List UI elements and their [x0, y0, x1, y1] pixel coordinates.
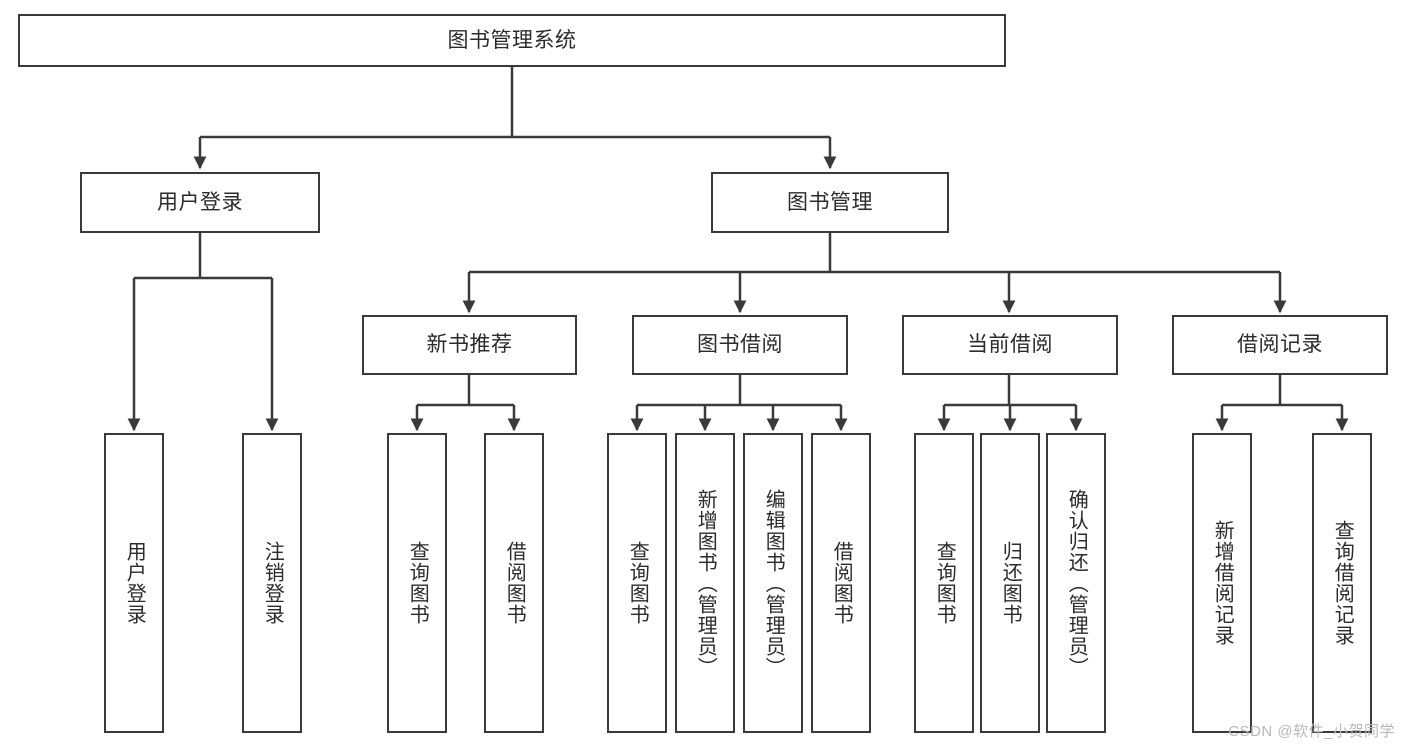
node-leaf-user-login-label: 用户登录 — [123, 541, 146, 625]
node-leaf-borrow-edit[interactable]: 编辑图书（管理员） — [743, 433, 803, 733]
node-leaf-rec-borrow-label: 借阅图书 — [503, 541, 526, 625]
node-leaf-rec-query-label: 查询图书 — [406, 541, 429, 625]
node-book-manage-label: 图书管理 — [787, 190, 873, 214]
node-leaf-user-login[interactable]: 用户登录 — [104, 433, 164, 733]
node-root[interactable]: 图书管理系统 — [18, 14, 1006, 67]
node-leaf-rec-add[interactable]: 新增借阅记录 — [1192, 433, 1252, 733]
node-current-borrow[interactable]: 当前借阅 — [902, 315, 1118, 375]
node-leaf-cur-confirm-label: 确认归还（管理员） — [1065, 488, 1088, 678]
node-leaf-borrow-lend[interactable]: 借阅图书 — [811, 433, 871, 733]
node-leaf-borrow-query-label: 查询图书 — [626, 541, 649, 625]
node-leaf-borrow-add[interactable]: 新增图书（管理员） — [675, 433, 735, 733]
node-leaf-user-logout[interactable]: 注销登录 — [242, 433, 302, 733]
node-borrow-record[interactable]: 借阅记录 — [1172, 315, 1388, 375]
node-new-book-rec[interactable]: 新书推荐 — [362, 315, 577, 375]
node-leaf-rec-query2[interactable]: 查询借阅记录 — [1312, 433, 1372, 733]
node-user-login[interactable]: 用户登录 — [80, 172, 320, 233]
node-current-borrow-label: 当前借阅 — [967, 333, 1053, 357]
watermark: CSDN @软件_小贺同学 — [1228, 723, 1395, 740]
node-book-borrow-label: 图书借阅 — [697, 333, 783, 357]
node-leaf-cur-confirm[interactable]: 确认归还（管理员） — [1046, 433, 1106, 733]
node-book-borrow[interactable]: 图书借阅 — [632, 315, 848, 375]
node-leaf-user-logout-label: 注销登录 — [261, 541, 284, 625]
node-leaf-borrow-edit-label: 编辑图书（管理员） — [762, 488, 785, 678]
node-leaf-borrow-lend-label: 借阅图书 — [830, 541, 853, 625]
node-leaf-borrow-add-label: 新增图书（管理员） — [694, 488, 717, 678]
node-borrow-record-label: 借阅记录 — [1237, 333, 1323, 357]
node-leaf-cur-return-label: 归还图书 — [999, 541, 1022, 625]
node-leaf-rec-borrow[interactable]: 借阅图书 — [484, 433, 544, 733]
node-book-manage[interactable]: 图书管理 — [711, 172, 949, 233]
node-user-login-label: 用户登录 — [157, 190, 243, 214]
node-leaf-cur-return[interactable]: 归还图书 — [980, 433, 1040, 733]
node-leaf-rec-add-label: 新增借阅记录 — [1211, 520, 1234, 646]
node-leaf-cur-query[interactable]: 查询图书 — [914, 433, 974, 733]
node-leaf-cur-query-label: 查询图书 — [933, 541, 956, 625]
node-new-book-rec-label: 新书推荐 — [426, 333, 513, 357]
node-leaf-borrow-query[interactable]: 查询图书 — [607, 433, 667, 733]
node-leaf-rec-query[interactable]: 查询图书 — [387, 433, 447, 733]
node-root-label: 图书管理系统 — [447, 28, 577, 52]
node-leaf-rec-query2-label: 查询借阅记录 — [1331, 520, 1354, 646]
